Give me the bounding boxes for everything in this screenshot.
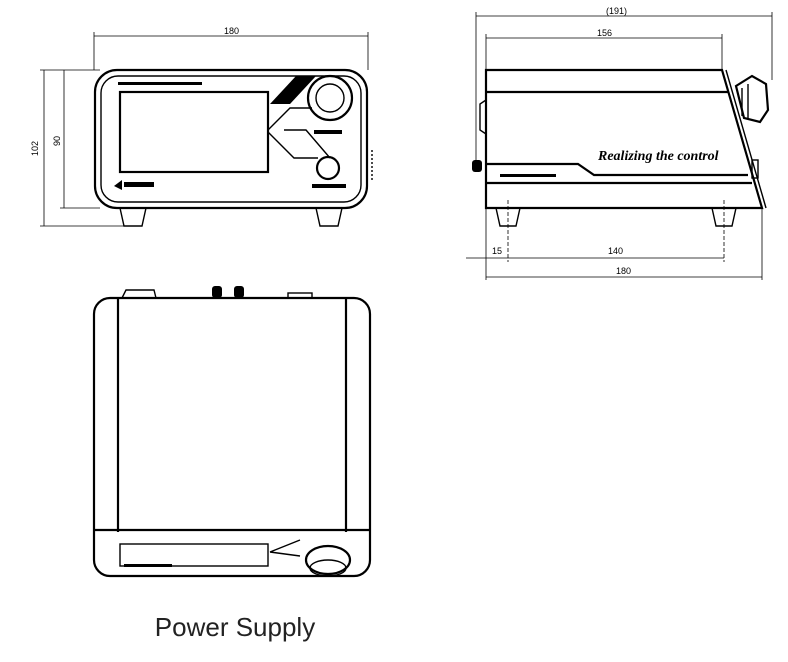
dim-side-body: 156 <box>597 28 612 38</box>
dim-side-foot-offset: 15 <box>492 246 502 256</box>
dim-side-overall: (191) <box>606 6 627 16</box>
dim-front-height-body: 90 <box>52 136 62 146</box>
side-view: (191) 156 Realizing the control 15 140 1… <box>466 6 773 280</box>
side-logo-script: Realizing the control <box>597 149 719 164</box>
caption-title: Power Supply <box>154 612 316 642</box>
dim-side-base: 180 <box>616 266 631 276</box>
dim-front-width: 180 <box>224 26 239 36</box>
front-view: 180 102 90 <box>30 26 373 227</box>
top-view <box>92 286 372 578</box>
dim-front-height-total: 102 <box>30 141 40 156</box>
dim-side-foot-spacing: 140 <box>608 246 623 256</box>
